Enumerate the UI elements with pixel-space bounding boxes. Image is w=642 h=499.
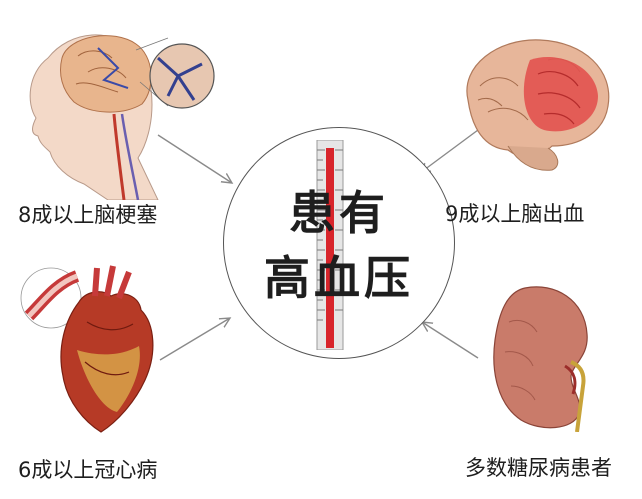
caption-cerebral-infarction: 8成以上脑梗塞 [18,203,158,227]
thermometer-icon [316,140,344,350]
heart-illustration [20,265,154,433]
caption-coronary-heart-disease: 6成以上冠心病 [18,458,158,482]
center-title-line2: 高血压 [264,251,414,305]
kidney-illustration [493,286,588,432]
arrow-bottom-right [422,322,479,359]
head-brain-illustration [29,34,215,200]
caption-diabetes-patients: 多数糖尿病患者 [465,456,612,480]
caption-cerebral-hemorrhage: 9成以上脑出血 [445,202,585,226]
arrow-bottom-left [159,318,230,361]
center-title-line1: 患有 [289,186,389,240]
brain-hemorrhage-illustration [466,39,610,171]
